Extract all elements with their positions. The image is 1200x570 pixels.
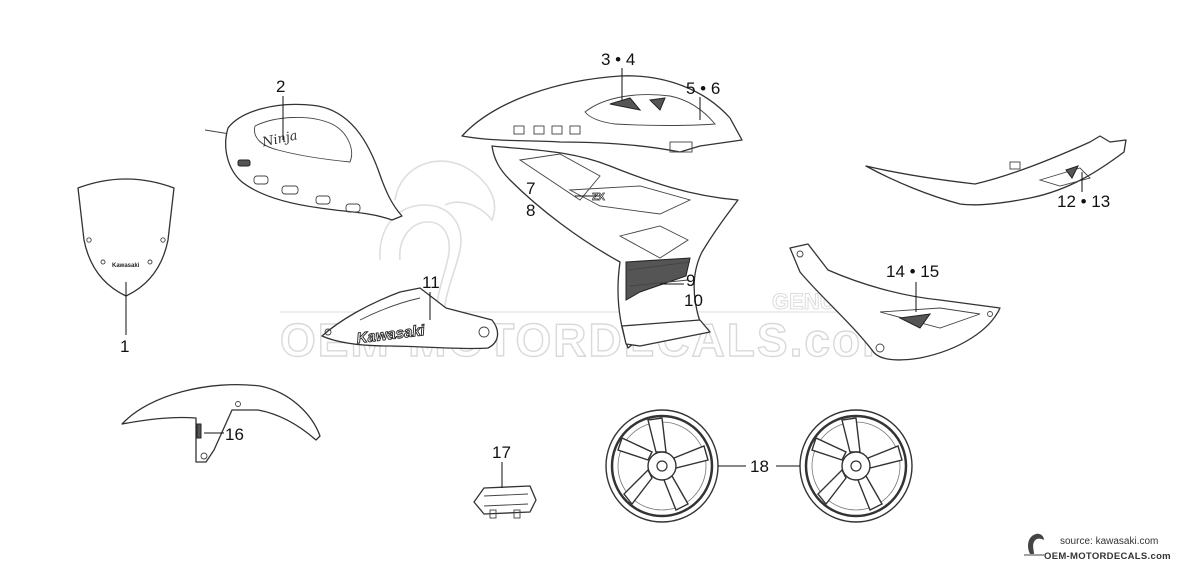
part-2-tank-cover: Ninja 2	[204, 77, 403, 221]
callout-10: 10	[684, 291, 703, 310]
rear-wheel	[799, 409, 913, 523]
callout-16: 16	[225, 425, 244, 444]
part-1-windshield: Kawasaki 1	[77, 178, 175, 356]
callout-1: 1	[120, 337, 129, 356]
callout-18: 18	[750, 457, 769, 476]
part-3-6-upper-cowl: 3 • 4 5 • 6	[461, 50, 743, 153]
part-14-15-under-cowl: 14 • 15	[789, 243, 1001, 361]
callout-7: 7	[526, 179, 535, 198]
windshield-decal: Kawasaki	[112, 263, 140, 269]
tank-decal: Ninja	[260, 128, 299, 150]
callout-12-13: 12 • 13	[1057, 192, 1110, 211]
callout-17: 17	[492, 443, 511, 462]
callout-5-6: 5 • 6	[686, 79, 720, 98]
callout-2: 2	[276, 77, 285, 96]
part-18-wheels: 18	[605, 409, 913, 523]
callout-9: 9	[686, 271, 695, 290]
callout-11: 11	[422, 273, 440, 292]
part-16-front-fender: 16	[121, 383, 321, 463]
source-logo-icon	[1024, 533, 1044, 556]
front-wheel	[605, 409, 719, 523]
part-11-lower-cowl: Kawasaki 11	[321, 273, 499, 350]
callout-3-4: 3 • 4	[601, 50, 635, 69]
part-7-10-side-fairing: ZX 7 8 9 10	[491, 145, 739, 349]
source-caption: source: kawasaki.com	[1060, 536, 1159, 547]
cowl-decal: ZX	[592, 192, 605, 203]
callout-14-15: 14 • 15	[886, 262, 939, 281]
callout-8: 8	[526, 201, 535, 220]
part-17-clip: 17	[473, 443, 537, 519]
part-12-13-tail-cowl: 12 • 13	[865, 135, 1127, 211]
watermark-bird-logo	[379, 160, 496, 331]
source-site: OEM-MOTORDECALS.com	[1044, 551, 1171, 562]
